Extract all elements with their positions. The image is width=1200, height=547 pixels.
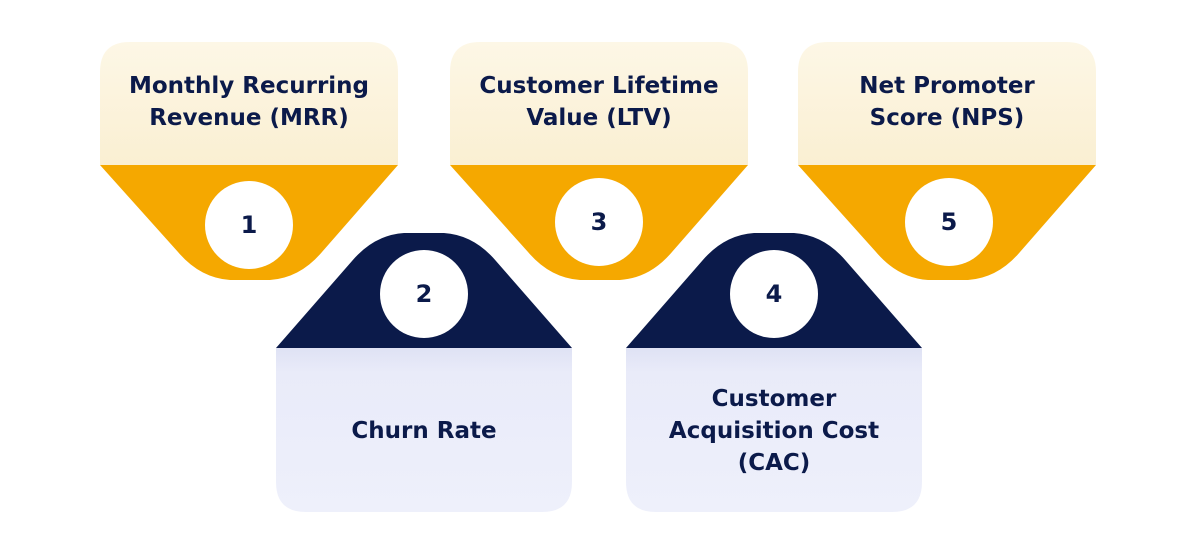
step-number-4: 4 bbox=[730, 250, 818, 338]
metric-label-cac: Customer Acquisition Cost (CAC) bbox=[668, 386, 880, 476]
card-5-box bbox=[798, 42, 1096, 165]
card-3-box bbox=[450, 42, 748, 165]
card-1-box bbox=[100, 42, 398, 165]
card-4-box bbox=[626, 348, 922, 512]
metric-label-nps: Net Promoter Score (NPS) bbox=[859, 73, 1035, 131]
step-number-3: 3 bbox=[555, 178, 643, 266]
metric-label-churn: Churn Rate bbox=[351, 418, 497, 444]
metric-label-ltv: Customer Lifetime Value (LTV) bbox=[479, 73, 719, 131]
step-number-2: 2 bbox=[380, 250, 468, 338]
metric-label-mrr: Monthly Recurring Revenue (MRR) bbox=[128, 73, 370, 131]
step-number-1: 1 bbox=[205, 181, 293, 269]
step-number-5: 5 bbox=[905, 178, 993, 266]
card-2-box bbox=[276, 348, 572, 512]
